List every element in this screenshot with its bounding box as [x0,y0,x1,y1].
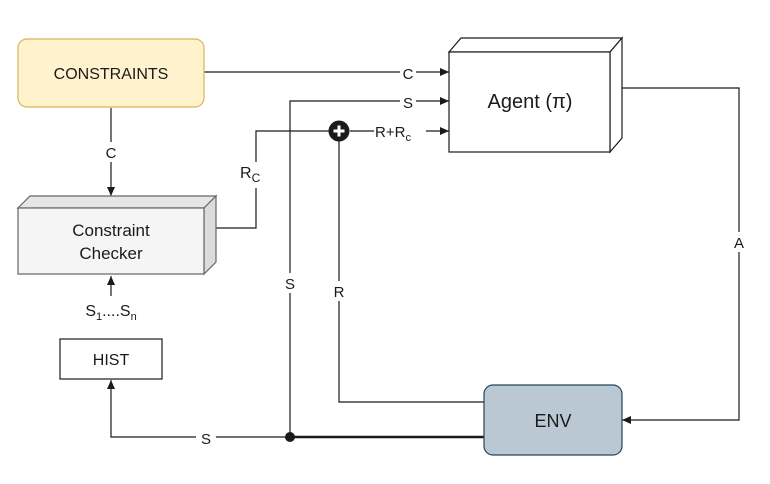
edge-label-c-top: C [403,66,414,83]
edge-label-r-vertical: R [334,284,345,301]
edge-label-action: A [734,235,744,252]
edge-label-c-down: C [106,145,117,162]
constraint-checker-node: Constraint Checker [16,194,218,276]
hist-node: HIST [59,338,163,380]
edge-label-rc: RC [240,165,261,185]
edge-label-s-vertical: S [285,276,295,293]
edge-action [622,87,740,424]
edge-state-to-agent [289,97,449,437]
edge-label-s-agent: S [403,95,413,112]
edge-reward [338,141,484,403]
state-junction-dot [285,432,295,442]
checker-label-line1: Constraint [72,221,150,240]
edge-label-history: S1....Sn [85,303,136,323]
sum-node [328,120,350,142]
env-label: ENV [534,411,571,431]
edge-state-to-hist [107,380,290,438]
agent-node: Agent (π) [447,36,624,154]
plus-icon [333,125,345,137]
constraints-label: CONSTRAINTS [54,66,169,83]
agent-label: Agent (π) [488,91,573,113]
edge-label-s-bottom: S [201,431,211,448]
edge-label-r-plus-rc: R+Rc [375,124,411,144]
checker-label-line2: Checker [79,244,143,263]
env-node: ENV [483,384,623,456]
edge-rc-to-sum [216,130,329,229]
constraints-node: CONSTRAINTS [17,38,205,108]
hist-label: HIST [93,352,130,369]
connectors [107,68,740,438]
